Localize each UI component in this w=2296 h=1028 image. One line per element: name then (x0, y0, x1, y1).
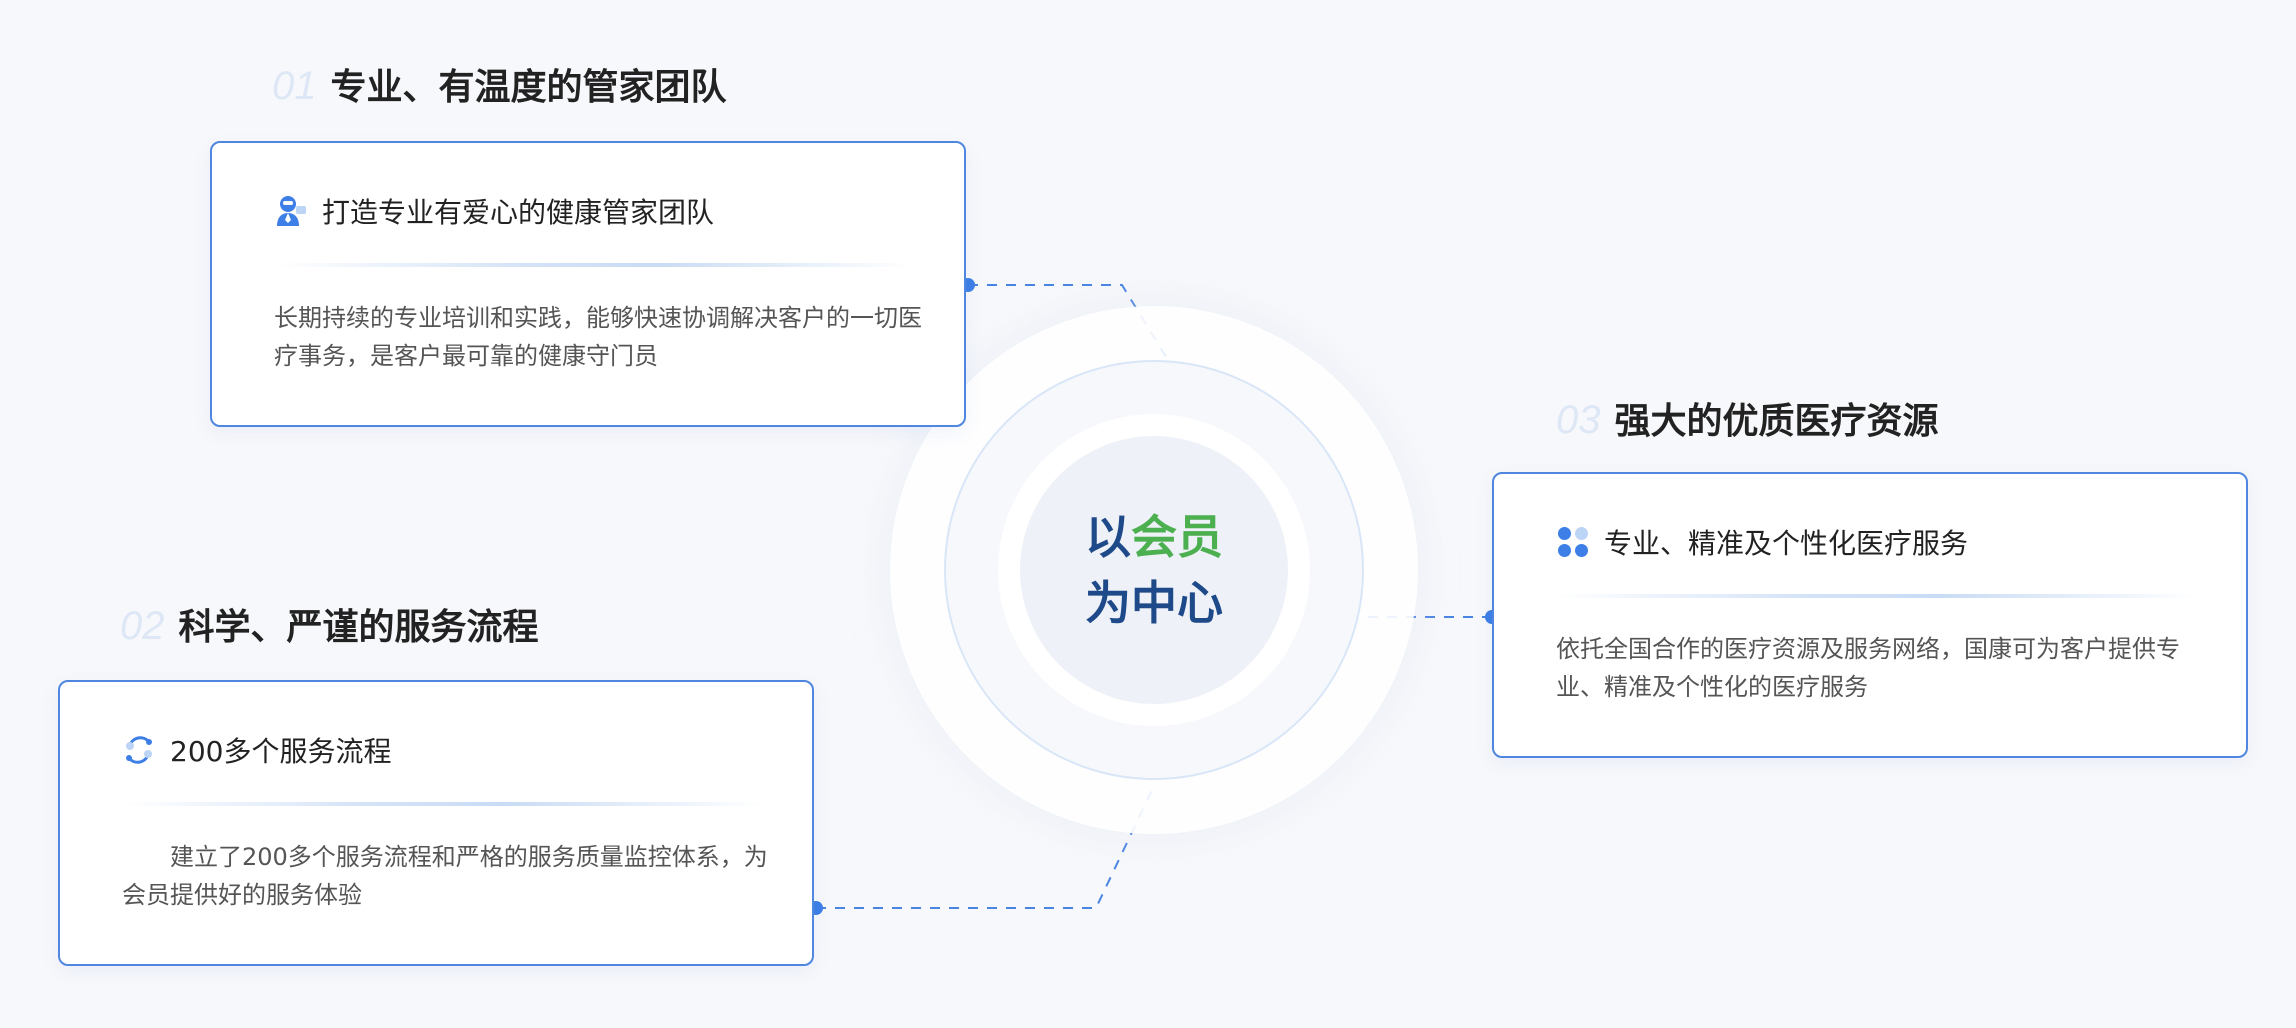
center-label-prefix: 以 (1085, 510, 1131, 564)
center-label: 以会员 为中心 (1020, 436, 1288, 704)
section-number: 01 (272, 64, 317, 108)
process-cycle-icon (122, 733, 156, 767)
card-divider (1556, 594, 2196, 598)
card-divider (274, 263, 914, 267)
manager-icon (274, 194, 308, 228)
feature-card-02: 200多个服务流程 建立了200多个服务流程和严格的服务质量监控体系，为会员提供… (58, 680, 814, 966)
section-number: 03 (1556, 398, 1601, 442)
feature-card-03: 专业、精准及个性化医疗服务 依托全国合作的医疗资源及服务网络，国康可为客户提供专… (1492, 472, 2248, 758)
card-title: 200多个服务流程 (170, 735, 392, 768)
section-heading-02: 02 科学、严谨的服务流程 (120, 598, 539, 650)
section-number: 02 (120, 604, 165, 648)
card-header: 200多个服务流程 (122, 730, 391, 770)
card-header: 专业、精准及个性化医疗服务 (1556, 522, 1968, 562)
card-divider (122, 802, 762, 806)
card-description: 长期持续的专业培训和实践，能够快速协调解决客户的一切医疗事务，是客户最可靠的健康… (274, 304, 922, 370)
section-title: 科学、严谨的服务流程 (178, 607, 539, 648)
card-title: 专业、精准及个性化医疗服务 (1604, 527, 1969, 560)
grid-dots-icon (1556, 525, 1590, 559)
card-header: 打造专业有爱心的健康管家团队 (274, 191, 714, 231)
section-heading-03: 03 强大的优质医疗资源 (1556, 392, 1939, 444)
center-label-line2: 为中心 (1085, 576, 1223, 630)
section-title: 专业、有温度的管家团队 (330, 67, 727, 108)
feature-card-01: 打造专业有爱心的健康管家团队 长期持续的专业培训和实践，能够快速协调解决客户的一… (210, 141, 966, 427)
card-description: 依托全国合作的医疗资源及服务网络，国康可为客户提供专业、精准及个性化的医疗服务 (1556, 635, 2180, 701)
section-title: 强大的优质医疗资源 (1614, 401, 1939, 442)
card-description: 建立了200多个服务流程和严格的服务质量监控体系，为会员提供好的服务体验 (122, 843, 768, 909)
center-label-line1: 以会员 (1085, 504, 1223, 570)
center-label-highlight: 会员 (1131, 510, 1223, 564)
card-title: 打造专业有爱心的健康管家团队 (322, 196, 715, 229)
section-heading-01: 01 专业、有温度的管家团队 (272, 58, 727, 110)
center-ring-core (1020, 436, 1288, 704)
